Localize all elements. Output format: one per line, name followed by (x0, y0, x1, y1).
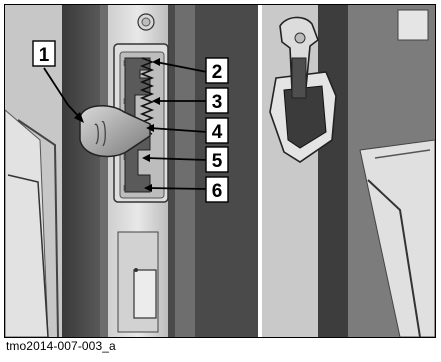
callout-box-1 (32, 40, 56, 67)
figure-caption: tmo2014-007-003_a (6, 339, 116, 353)
callout-box-2 (205, 57, 229, 84)
svg-text:P: P (123, 59, 128, 68)
callout-box-5 (205, 146, 229, 173)
right-view (262, 5, 435, 337)
callout-arrowheads (74, 58, 160, 192)
svg-text:H: H (123, 153, 129, 162)
callout-2: 2 (212, 62, 223, 83)
callout-box-6 (205, 176, 229, 203)
callout-leaders (43, 61, 208, 190)
callout-6: 6 (212, 181, 223, 202)
callout-1: 1 (39, 45, 50, 66)
callout-3: 3 (212, 92, 223, 113)
callout-4: 4 (212, 122, 223, 143)
callout-box-4 (205, 117, 229, 144)
callout-5: 5 (212, 151, 223, 172)
svg-text:L: L (123, 184, 128, 193)
figure-frame (4, 4, 436, 338)
svg-text:R: R (123, 97, 129, 106)
callout-box-3 (205, 87, 229, 114)
callout-labels: 1 2 3 4 5 6 (32, 40, 229, 203)
